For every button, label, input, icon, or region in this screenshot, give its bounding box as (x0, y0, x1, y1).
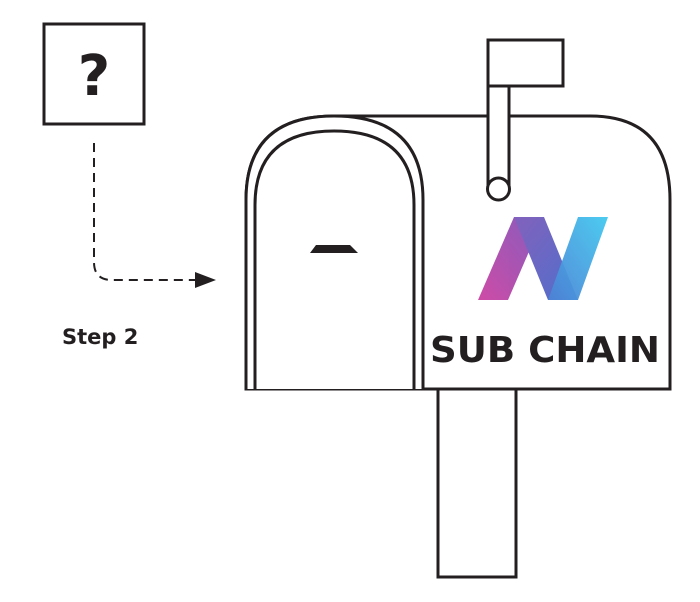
flag (486, 38, 565, 88)
question-box: ? (42, 22, 146, 126)
mailbox-icon: SUB CHAIN (244, 38, 672, 579)
nav-n-logo-icon (478, 217, 608, 300)
flag-pivot (486, 176, 511, 202)
mailbox-post (436, 387, 518, 579)
question-mark-icon: ? (78, 44, 110, 109)
dashed-arrow-icon (93, 143, 216, 288)
mailbox-text: SUB CHAIN (430, 330, 660, 371)
flag-pole (486, 83, 511, 187)
question-box-frame (42, 22, 146, 126)
mailbox-door (253, 129, 416, 389)
door-handle-icon (310, 245, 358, 253)
step-label: Step 2 (62, 325, 138, 349)
